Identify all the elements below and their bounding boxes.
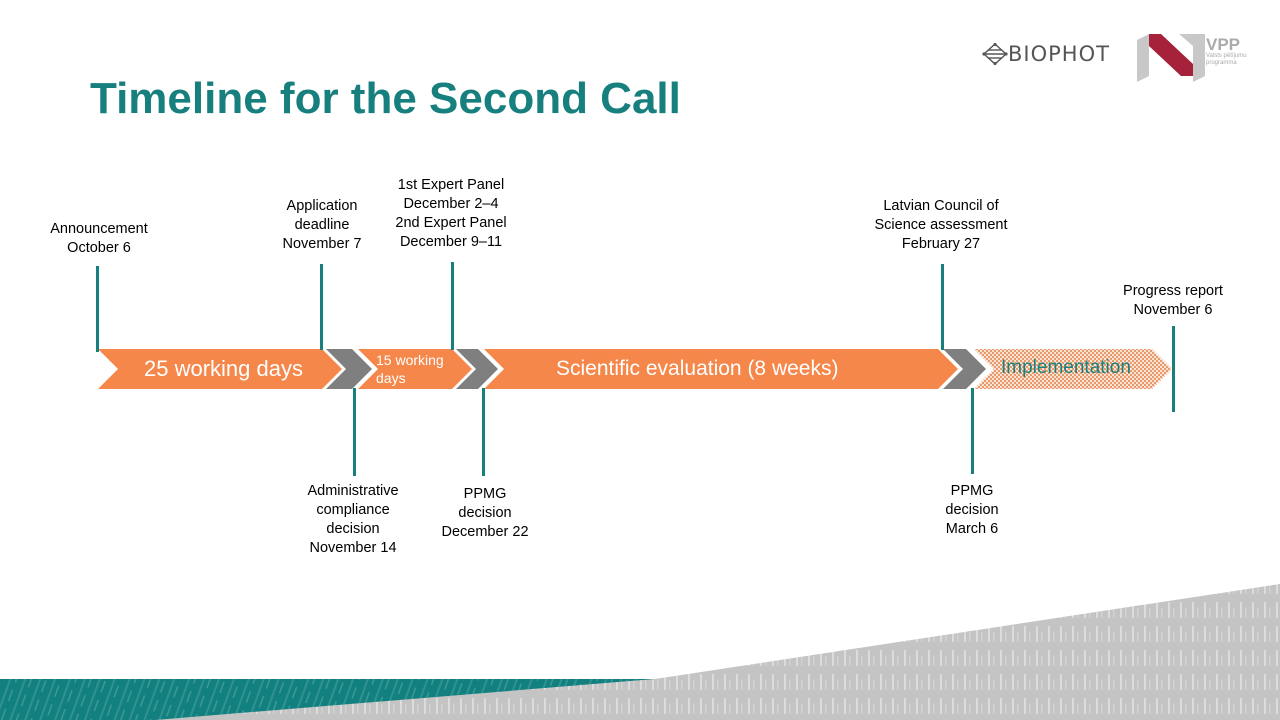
label-line: December 2–4 — [403, 196, 499, 212]
label-line: deadline — [294, 217, 350, 233]
milestone-progress-report: Progress report November 6 — [1123, 282, 1223, 320]
label-line: Progress report — [1123, 283, 1223, 299]
vpp-logo-text: VPP Valsts pētījumu programma — [1206, 36, 1247, 67]
milestone-expert-panels: 1st Expert Panel December 2–4 2nd Expert… — [395, 176, 506, 252]
label-line: Application — [286, 198, 358, 214]
label-line: November 6 — [1133, 302, 1213, 318]
segment-2-label-line2: days — [376, 370, 406, 386]
segment-1-label: 25 working days — [144, 356, 303, 381]
label-line: Science assessment — [874, 217, 1008, 233]
biophot-logo-text: BIOPHOT — [1008, 42, 1110, 66]
segment-4-label: Implementation — [1001, 357, 1131, 378]
label-line: PPMG — [463, 486, 507, 502]
label-line: compliance — [316, 502, 390, 518]
label-line: Announcement — [50, 221, 148, 237]
vpp-logo-sub1: Valsts pētījumu — [1206, 53, 1247, 59]
tick-council-assessment — [941, 264, 944, 350]
tick-expert-panel — [451, 262, 454, 350]
segment-2-label-line1: 15 working — [376, 352, 444, 368]
segment-15-working-days — [358, 349, 472, 389]
label-line: decision — [458, 505, 512, 521]
segment-3-label: Scientific evaluation (8 weeks) — [556, 357, 839, 380]
tick-ppmg-december — [482, 388, 485, 476]
chevron-gray-2 — [456, 349, 498, 389]
vpp-logo-title: VPP — [1206, 35, 1241, 54]
tick-admin-compliance — [353, 388, 356, 476]
milestone-ppmg-december: PPMG decision December 22 — [441, 485, 528, 542]
label-line: December 9–11 — [399, 234, 503, 250]
milestone-admin-compliance: Administrative compliance decision Novem… — [307, 482, 398, 558]
label-line: November 7 — [282, 236, 362, 252]
segment-implementation — [974, 349, 1172, 389]
label-line: Administrative — [307, 483, 399, 499]
label-line: decision — [945, 502, 999, 518]
vpp-logo-sub2: programma — [1206, 60, 1237, 66]
vpp-logo-icon — [1137, 34, 1205, 82]
tick-progress-report — [1172, 326, 1175, 412]
label-line: February 27 — [901, 236, 981, 252]
milestone-council-assessment: Latvian Council of Science assessment Fe… — [875, 197, 1008, 254]
label-line: December 22 — [441, 524, 529, 540]
tick-ppmg-march — [971, 388, 974, 474]
tick-application-deadline — [320, 264, 323, 350]
label-line: 2nd Expert Panel — [395, 215, 507, 231]
segment-25-working-days — [98, 349, 342, 389]
label-line: 1st Expert Panel — [397, 177, 505, 193]
label-line: PPMG — [950, 483, 994, 499]
footer-gray-wedge — [155, 584, 1280, 720]
milestone-application-deadline: Application deadline November 7 — [283, 197, 362, 254]
chevron-gray-3 — [943, 349, 986, 389]
milestone-ppmg-march: PPMG decision March 6 — [945, 482, 998, 539]
label-line: October 6 — [67, 240, 131, 256]
label-line: November 14 — [309, 540, 397, 556]
label-line: Latvian Council of — [883, 198, 999, 214]
tick-announcement — [96, 266, 99, 352]
label-line: March 6 — [945, 521, 999, 537]
milestone-announcement: Announcement October 6 — [50, 220, 148, 258]
chevron-gray-1 — [326, 349, 372, 389]
segment-scientific-evaluation — [484, 349, 958, 389]
label-line: decision — [326, 521, 380, 537]
biophot-logo: BIOPHOT — [982, 42, 1110, 66]
page-title: Timeline for the Second Call — [90, 74, 681, 123]
biophot-logo-icon — [982, 43, 1008, 65]
